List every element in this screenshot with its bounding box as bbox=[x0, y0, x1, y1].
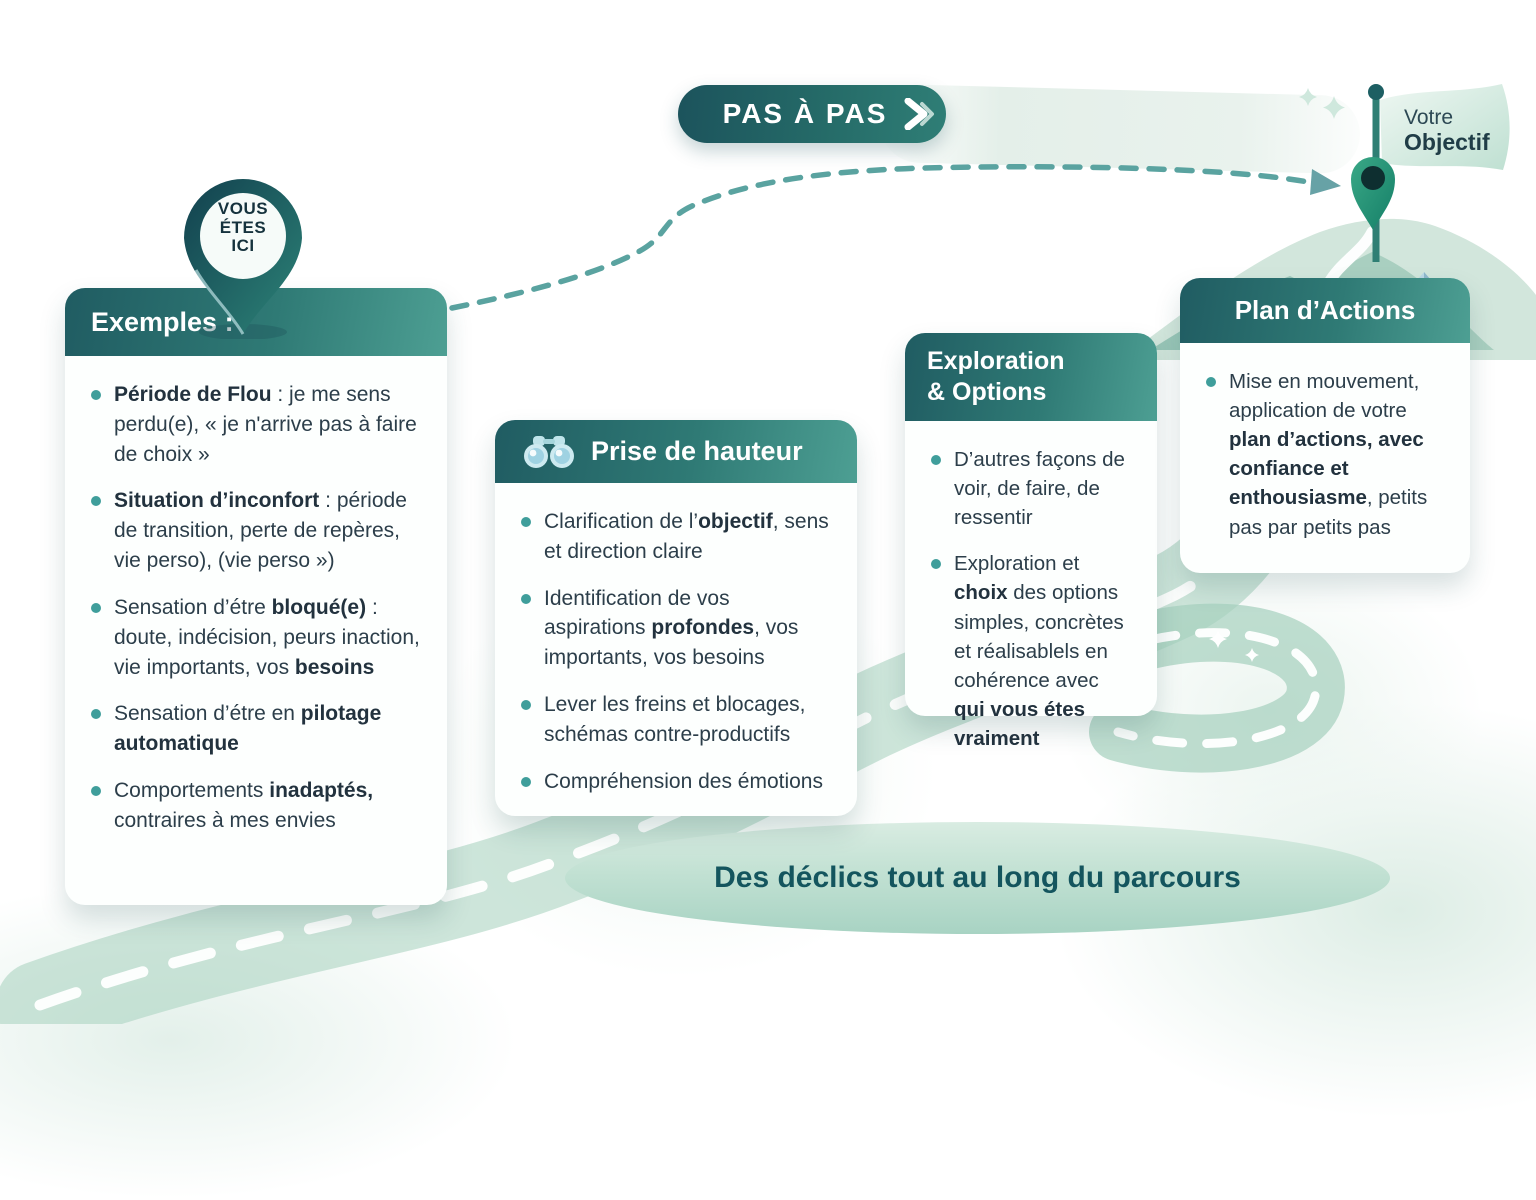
objective-flag: Votre Objectif bbox=[1368, 84, 1510, 262]
bullet-text: Lever les freins et blocages, schémas co… bbox=[544, 693, 806, 746]
card-prise-de-hauteur: Prise de hauteur Clarification de l’obje… bbox=[495, 420, 857, 816]
card-plan-bullet-list: Mise en mouvement, application de votre … bbox=[1206, 367, 1444, 542]
bullet-text: Sensation d’étre en pilotage automatique bbox=[114, 702, 382, 756]
bullet-text: Comportements inadaptés, contraires à me… bbox=[114, 778, 374, 832]
bullet-text: Période de Flou : je me sens perdu(e), «… bbox=[114, 383, 417, 466]
bullet-item: Sensation d’étre en pilotage automatique bbox=[91, 699, 421, 759]
bullet-dot-icon bbox=[521, 593, 531, 604]
bullet-item: Exploration et choix des options simples… bbox=[931, 549, 1131, 753]
binoculars-icon bbox=[524, 435, 574, 468]
bullet-dot-icon bbox=[931, 455, 941, 465]
bullet-dot-icon bbox=[91, 785, 101, 796]
bullet-dot-icon bbox=[91, 709, 101, 720]
card-plan-actions: Plan d’Actions Mise en mouvement, applic… bbox=[1180, 278, 1470, 573]
bullet-item: D’autres façons de voir, de faire, de re… bbox=[931, 445, 1131, 532]
bullet-text: Exploration et choix des options simples… bbox=[954, 552, 1124, 750]
bullet-item: Mise en mouvement, application de votre … bbox=[1206, 367, 1444, 542]
arrowhead-icon bbox=[1310, 169, 1341, 195]
card-prise-de-hauteur-title: Prise de hauteur bbox=[591, 436, 803, 466]
bullet-dot-icon bbox=[91, 496, 101, 507]
bullet-dot-icon bbox=[521, 517, 531, 527]
map-pin-icon bbox=[184, 178, 302, 339]
bullet-item: Compréhension des émotions bbox=[521, 767, 831, 797]
card-plan-actions-body: Mise en mouvement, application de votre … bbox=[1180, 343, 1470, 569]
bullet-text: Clarification de l’objectif, sens et dir… bbox=[544, 510, 829, 563]
bullet-item: Comportements inadaptés, contraires à me… bbox=[91, 776, 421, 836]
card-exemples: Exemples : Période de Flou : je me sens … bbox=[65, 288, 447, 905]
banner-label: PAS À PAS bbox=[722, 98, 888, 129]
bullet-text: Mise en mouvement, application de votre … bbox=[1229, 370, 1428, 539]
card-exemples-body: Période de Flou : je me sens perdu(e), «… bbox=[65, 356, 447, 863]
bullet-dot-icon bbox=[521, 700, 531, 711]
footer-label: Des déclics tout au long du parcours bbox=[714, 861, 1241, 894]
bullet-item: Situation d’inconfort : période de trans… bbox=[91, 486, 421, 575]
bullet-dot-icon bbox=[1206, 377, 1216, 387]
bullet-item: Identification de vos aspirations profon… bbox=[521, 584, 831, 673]
card-prise-de-hauteur-body: Clarification de l’objectif, sens et dir… bbox=[495, 483, 857, 824]
card-plan-actions-header: Plan d’Actions bbox=[1180, 278, 1470, 343]
bullet-dot-icon bbox=[91, 390, 101, 400]
flag-pole-knob-icon bbox=[1368, 84, 1384, 100]
card-prise-bullet-list: Clarification de l’objectif, sens et dir… bbox=[521, 507, 831, 797]
bullet-text: Compréhension des émotions bbox=[544, 769, 823, 793]
card-exemples-bullet-list: Période de Flou : je me sens perdu(e), «… bbox=[91, 380, 421, 836]
bullet-text: Sensation d’étre bloqué(e) : doute, indé… bbox=[114, 595, 420, 679]
card-exploration-options: Exploration & Options D’autres façons de… bbox=[905, 333, 1157, 750]
bullet-item: Sensation d’étre bloqué(e) : doute, indé… bbox=[91, 593, 421, 682]
footer-blob: Des déclics tout au long du parcours bbox=[565, 822, 1390, 934]
card-exemples-header: Exemples : bbox=[65, 288, 447, 356]
card-prise-de-hauteur-header: Prise de hauteur bbox=[495, 420, 857, 483]
bullet-text: D’autres façons de voir, de faire, de re… bbox=[954, 448, 1125, 530]
card-exemples-title: Exemples : bbox=[91, 306, 234, 337]
bullet-text: Situation d’inconfort : période de trans… bbox=[114, 489, 407, 573]
you-are-here-label: VOUS ÉTES ICI bbox=[217, 199, 269, 256]
bullet-item: Période de Flou : je me sens perdu(e), «… bbox=[91, 380, 421, 469]
bullet-item: Clarification de l’objectif, sens et dir… bbox=[521, 507, 831, 567]
dashed-arrow bbox=[449, 164, 1341, 311]
step-by-step-banner: PAS À PAS bbox=[678, 85, 946, 143]
card-exploration-options-body: D’autres façons de voir, de faire, de re… bbox=[905, 421, 1157, 780]
bullet-text: Identification de vos aspirations profon… bbox=[544, 586, 799, 670]
bullet-item: Lever les freins et blocages, schémas co… bbox=[521, 690, 831, 750]
objective-flag-line1: Votre bbox=[1404, 106, 1453, 129]
bullet-dot-icon bbox=[931, 559, 941, 570]
card-exploration-bullet-list: D’autres façons de voir, de faire, de re… bbox=[931, 445, 1131, 753]
chevron-right-icon bbox=[904, 98, 934, 130]
card-exploration-options-title: Exploration & Options bbox=[927, 346, 1065, 406]
you-are-here-pin: VOUS ÉTES ICI bbox=[178, 174, 308, 339]
bullet-dot-icon bbox=[521, 776, 531, 787]
objective-pin-icon bbox=[1351, 157, 1395, 230]
bullet-dot-icon bbox=[91, 602, 101, 613]
card-plan-actions-title: Plan d’Actions bbox=[1234, 295, 1416, 325]
objective-flag-line2: Objectif bbox=[1404, 129, 1490, 155]
card-exploration-options-header: Exploration & Options bbox=[905, 333, 1157, 421]
sparkle-icons bbox=[1209, 88, 1345, 662]
